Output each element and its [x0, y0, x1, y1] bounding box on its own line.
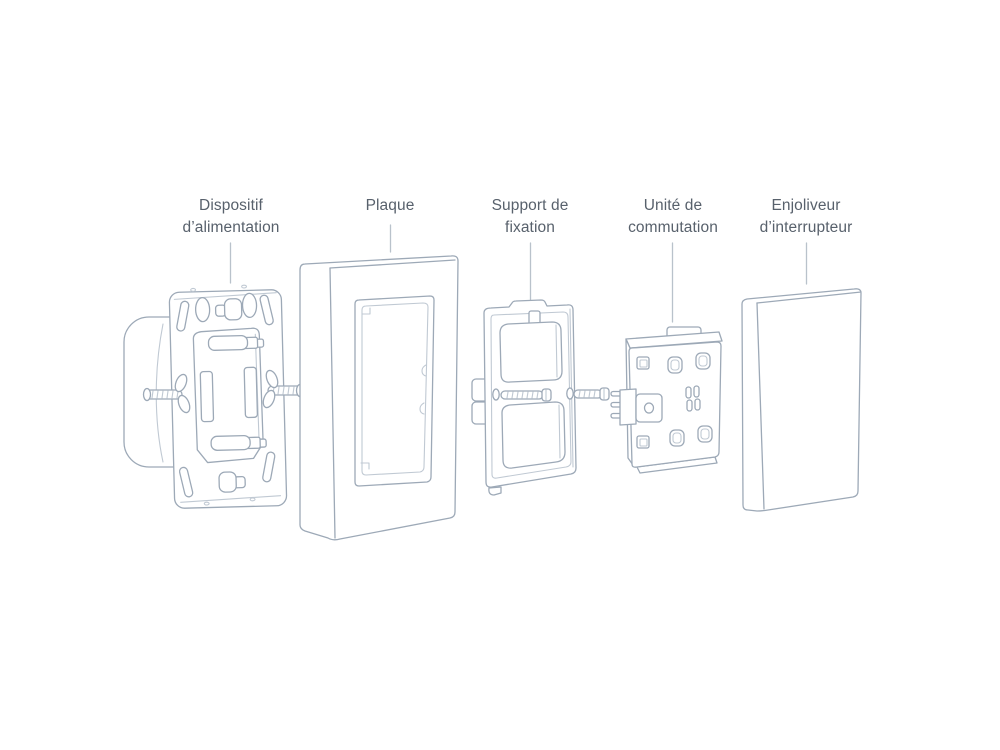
mounting-plate	[168, 284, 288, 509]
power-device-illustration	[123, 284, 305, 509]
bracket-lower-window	[501, 401, 566, 469]
bracket-screw-right	[566, 387, 610, 401]
corner-slot	[259, 294, 274, 326]
plate-button	[199, 370, 215, 423]
corner-slot	[176, 300, 190, 332]
unit-hole	[669, 429, 685, 447]
mounting-bracket-illustration	[471, 299, 610, 496]
bracket-upper-window	[499, 321, 563, 383]
oval-hole	[241, 292, 258, 319]
plate-front-left-edge	[329, 267, 336, 539]
rocker-cover-illustration	[741, 288, 862, 512]
unit-slot	[685, 386, 692, 399]
corner-slot	[262, 451, 276, 483]
unit-hole	[667, 356, 683, 374]
plate-window-opening	[354, 295, 435, 487]
latch-lever	[207, 334, 249, 351]
plate-window-lip	[361, 302, 429, 476]
unit-round-hole	[643, 402, 655, 414]
keyhole-cap	[223, 298, 243, 321]
unit-left-block	[619, 388, 637, 426]
plate-front-top-edge	[329, 259, 456, 269]
bracket-inner-lip	[490, 311, 572, 479]
unit-slot	[693, 385, 700, 398]
latch-lever	[210, 434, 251, 451]
unit-slot	[694, 398, 701, 411]
claw-screw-left	[142, 373, 191, 414]
leader-lines	[229, 224, 808, 323]
claw-screw-right	[262, 369, 305, 409]
oval-hole	[194, 296, 211, 323]
bracket-screw-left	[492, 388, 552, 402]
bracket-foot	[488, 486, 502, 496]
corner-slot	[178, 466, 194, 498]
unit-slot	[686, 399, 693, 412]
wall-plate-illustration	[299, 255, 459, 541]
switch-unit-illustration	[610, 326, 723, 474]
plate-button	[243, 366, 259, 419]
keyhole-cap	[218, 471, 237, 493]
unit-hole	[695, 352, 711, 370]
unit-hole	[697, 425, 713, 443]
center-frame	[192, 327, 264, 464]
cover-front-top-edge	[756, 291, 862, 304]
cover-front-left-edge	[756, 302, 765, 510]
cover-silhouette	[741, 288, 862, 512]
